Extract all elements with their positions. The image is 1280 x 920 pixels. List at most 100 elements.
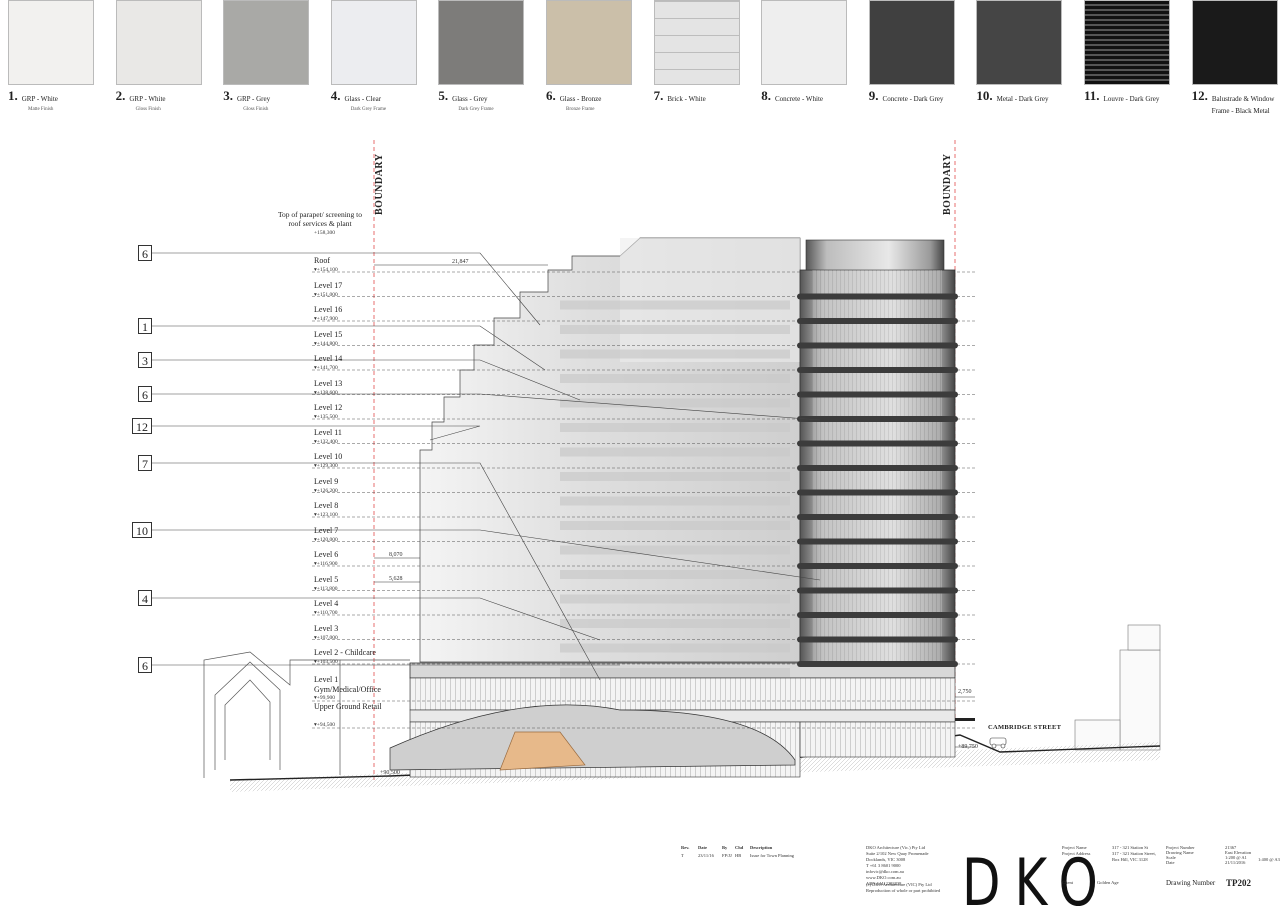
balcony-band	[797, 661, 958, 667]
window-band	[560, 545, 790, 555]
parapet-rl: +158,300	[314, 230, 335, 236]
material-tag-10: 10	[132, 522, 152, 538]
dimension-lines	[374, 264, 975, 748]
swatch-3	[223, 0, 310, 85]
material-tag-6: 6	[138, 657, 152, 673]
window-band	[560, 423, 790, 432]
level-rl: ▾+138,600	[314, 389, 338, 396]
level-rl: ▾+99,900	[314, 695, 335, 701]
boundary-label-west: BOUNDARY	[374, 153, 385, 215]
swatch-number: 6.	[546, 88, 556, 103]
copyright-line: (c) DKO Architecture (VIC) Pty Ltd	[866, 882, 932, 887]
swatch-name: Metal - Dark Grey	[996, 95, 1049, 103]
level-name: Level 11	[314, 427, 342, 437]
level-rl: ▾+94,500	[314, 722, 335, 728]
level-name: Level 16	[314, 305, 343, 314]
swatch-number: 3.	[223, 88, 233, 103]
floor-slab-lines	[312, 271, 975, 729]
swatch-name: Concrete - Dark Grey	[882, 95, 944, 103]
window-band	[560, 325, 790, 334]
window-band	[560, 619, 790, 628]
swatch-9	[868, 0, 955, 85]
swatch-4	[330, 0, 417, 85]
balcony-band	[797, 514, 958, 520]
swatch-name: GRP - Grey	[236, 95, 271, 103]
balcony-band	[797, 416, 958, 422]
meta-value: 21/11/2016	[1225, 860, 1246, 865]
company-line: Suite 2/102 New Quay Promenade	[866, 851, 929, 856]
street-label: CAMBRIDGE STREET	[988, 724, 1062, 731]
swatch-number: 10.	[976, 88, 993, 103]
swatch-6	[546, 0, 632, 85]
swatch-name: Concrete - White	[774, 95, 824, 103]
cylinder-balcony-bands	[797, 293, 958, 667]
level-rl: ▾+107,000	[314, 634, 338, 641]
material-tag-6: 6	[138, 386, 152, 402]
window-band	[560, 472, 790, 481]
client-name: Golden Age	[1097, 880, 1119, 885]
meta-label: Scale	[1166, 855, 1176, 860]
swatch-name: Louvre - Dark Grey	[1103, 95, 1160, 103]
dim-street-rl: +89,750	[958, 744, 978, 750]
level-rl: ▾+135,500	[314, 414, 338, 420]
leader-line	[152, 425, 481, 441]
cylindrical-tower	[799, 239, 956, 663]
company-line: Docklands, VIC 3008	[866, 857, 906, 862]
leader-line	[152, 252, 541, 326]
ground-rl: +90,500	[380, 770, 400, 776]
meta-value: 1:200 @ A1	[1225, 855, 1247, 860]
dim-roof-setback: 21,847	[452, 259, 469, 265]
meta-value: 21367	[1225, 845, 1237, 850]
swatch-caption-7: 7.Brick - White	[654, 88, 764, 106]
swatch-number: 4.	[330, 88, 341, 103]
leader-line	[152, 393, 821, 421]
leader-line	[152, 529, 821, 581]
neighbour-building-east	[1074, 624, 1161, 751]
east-elevation-drawing: BOUNDARY BOUNDARY Top of parapet/ screen…	[0, 120, 1280, 800]
balcony-band	[797, 612, 958, 618]
dim-l5-setback: 5,628	[389, 576, 403, 582]
company-line: ABN 64412283838	[866, 881, 902, 886]
copyright-line: Reproduction of whole or part prohibited	[866, 888, 941, 893]
level-rl: ▾+103,500	[314, 659, 338, 665]
swatch-2	[115, 0, 202, 85]
leader-line	[152, 325, 546, 371]
window-band	[560, 668, 790, 677]
swatch-caption-11: 11.Louvre - Dark Grey	[1084, 88, 1194, 106]
swatch-caption-10: 10.Metal - Dark Grey	[976, 88, 1086, 106]
swatch-name: GRP - White	[21, 95, 58, 103]
client-label: Client	[1062, 880, 1073, 885]
leader-line	[152, 597, 601, 641]
elevation-svg	[152, 140, 1161, 792]
meta-value: East Elevation	[1225, 850, 1252, 855]
project-address-label: Project Address	[1062, 851, 1091, 856]
window-band	[560, 594, 790, 604]
level-rl: ▾+144,800	[314, 340, 338, 347]
rev-cell: HB	[735, 853, 742, 858]
company-line: T +61 3 8601 9000	[866, 863, 901, 868]
balcony-band	[797, 465, 958, 471]
window-band	[560, 398, 790, 408]
swatch-1	[8, 0, 94, 85]
swatch-name: Brick - White	[667, 95, 706, 103]
swatch-subtitle: Gloss Finish	[243, 107, 269, 112]
level-rl: ▾+110,700	[314, 610, 338, 616]
swatch-5	[438, 0, 525, 85]
window-band	[560, 300, 790, 310]
dim-street-height: 2,750	[958, 689, 972, 695]
swatch-name: GRP - White	[129, 95, 166, 103]
project-address: 317 - 321 Station Street, Box Hill, VIC …	[1112, 851, 1156, 862]
balcony-band	[797, 440, 958, 447]
meta-label: Drawing Name	[1166, 850, 1194, 855]
level-name: Upper Ground Retail	[314, 702, 382, 711]
level-name: Level 15	[314, 329, 343, 339]
material-tag-6: 6	[138, 245, 152, 261]
swatch-number: 7.	[653, 88, 664, 103]
material-tag-1: 1	[138, 318, 152, 334]
swatch-number: 12.	[1191, 88, 1208, 103]
level-rl: ▾+129,300	[314, 463, 338, 469]
rev-cell: Issue for Town Planning	[750, 853, 794, 858]
level-name: Level 4	[314, 599, 339, 608]
level-name: Level 14	[314, 354, 343, 363]
